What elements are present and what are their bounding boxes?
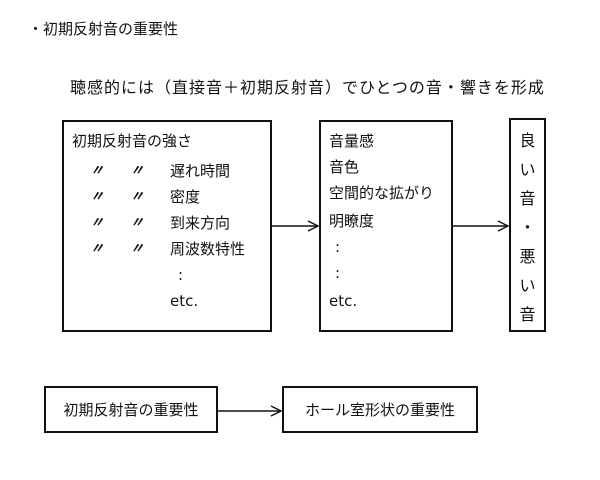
factor-row: 〃 〃 遅れ時間 [64,160,270,184]
result-text-column: 良 い 音 ・ 悪 い 音 [511,126,544,329]
factor-label: 密度 [170,188,201,206]
ditto-mark: 〃 [130,241,144,257]
result-char: 音 [519,305,536,324]
perceptions-box: 音量感 音色 空間的な拡がり 明瞭度 : : etc. [319,120,453,332]
arrow-perceptions-to-result [453,220,510,232]
result-box: 良 い 音 ・ 悪 い 音 [509,118,546,332]
arrow-early-to-hall [218,405,283,417]
factor-title: 初期反射音の強さ [72,132,193,150]
perception-item: etc. [329,292,358,310]
result-char: 音 [519,189,536,208]
result-char: 悪 [519,247,536,266]
ditto-mark: 〃 [130,163,144,179]
ditto-mark: 〃 [90,215,104,231]
ditto-mark: 〃 [90,189,104,205]
perception-item: 音色 [329,158,360,176]
early-reflection-importance-label: 初期反射音の重要性 [63,401,199,419]
perception-item: 空間的な拡がり [329,184,435,202]
ditto-mark: 〃 [90,241,104,257]
factor-ellipsis: : [178,266,184,284]
perception-item: 明瞭度 [329,212,375,230]
hall-shape-importance-label: ホール室形状の重要性 [304,401,455,419]
perception-item: : [335,264,341,282]
factor-row: 〃 〃 密度 [64,186,270,210]
result-char: い [519,276,536,295]
result-char: い [519,160,536,179]
perception-item: 音量感 [329,132,375,150]
arrow-factors-to-perceptions [272,220,320,232]
ditto-mark: 〃 [130,215,144,231]
diagram-subtitle: 聴感的には（直接音＋初期反射音）でひとつの音・響きを形成 [70,78,545,97]
factor-etc: etc. [170,292,199,310]
ditto-mark: 〃 [90,163,104,179]
factor-row: 〃 〃 周波数特性 [64,238,270,262]
factor-row: 〃 〃 到来方向 [64,212,270,236]
factor-label: 遅れ時間 [170,162,231,180]
result-char: 良 [519,131,536,150]
result-char: ・ [519,218,536,237]
early-reflection-importance-box: 初期反射音の重要性 [44,386,218,433]
factors-box: 初期反射音の強さ 〃 〃 遅れ時間 〃 〃 密度 〃 〃 到来方向 〃 〃 周波… [62,120,272,332]
perception-item: : [335,238,341,256]
factor-label: 到来方向 [170,214,231,232]
factor-label: 周波数特性 [170,240,246,258]
hall-shape-importance-box: ホール室形状の重要性 [282,386,478,433]
ditto-mark: 〃 [130,189,144,205]
page-heading: ・初期反射音の重要性 [28,20,179,38]
